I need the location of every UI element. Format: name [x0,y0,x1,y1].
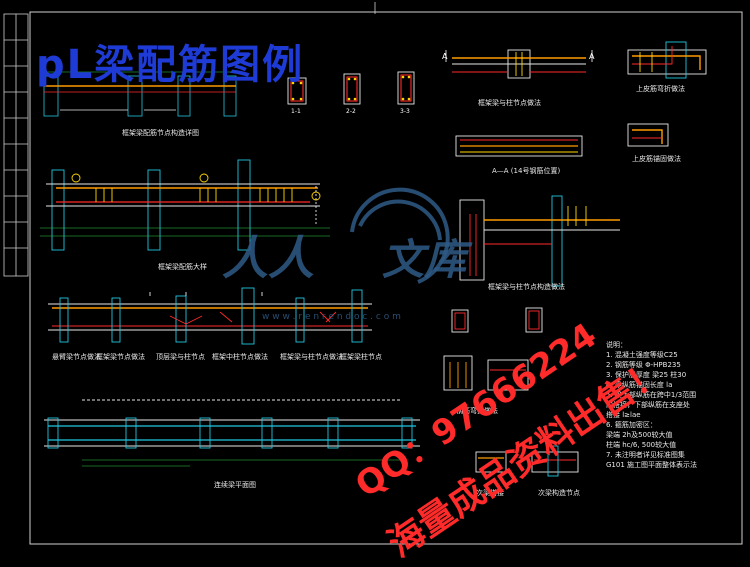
page-title: pL梁配筋图例 [36,42,305,88]
caption-cantilever: 悬臂梁节点做法 [52,353,101,361]
drawing-canvas [3,2,743,545]
note-line: 4. 梁纵筋锚固长度 la [606,381,673,389]
caption-secondary-detail: 次梁构造节点 [538,489,580,497]
detail-frame-joint [40,71,240,117]
bottom-right-details [475,445,579,477]
note-line: 6. 箍筋加密区： [606,421,657,429]
caption-frame-beam-column: 框架梁柱节点 [340,353,382,361]
support-details-row [48,287,372,345]
detail-a-a-section [455,135,583,157]
note-line: 搭接 l≥lae [606,411,641,419]
caption-frame-joint: 框架梁配筋节点构造详图 [122,129,199,137]
logo-text-left: 人人 [222,231,314,285]
logo-url: w w w . r e n r e n d o c . c o m [262,312,401,322]
note-line: 梁端 2h及500较大值 [606,431,673,439]
note-line: 1. 混凝土强度等级C25 [606,351,678,359]
general-notes: 说明： 1. 混凝土强度等级C25 2. 钢筋等级 Φ-HPB235 3. 保护… [606,340,746,470]
section-label-3-3: 3-3 [400,108,410,115]
section-1-1 [287,77,307,105]
note-line: 5. 梁上部纵筋在跨中1/3范围 [606,391,697,399]
detail-top-bar-anchor [627,123,669,147]
beam-elevation-main [40,159,330,251]
caption-beam-joint: 框架梁节点做法 [96,353,145,361]
caption-top-floor-joint: 顶层梁与柱节点 [156,353,205,361]
caption-beam-elevation: 框架梁配筋大样 [158,263,207,271]
note-line: 内搭接，下部纵筋在支座处 [606,401,690,409]
sheet-border [29,11,743,545]
section-label-2-2: 2-2 [346,108,356,115]
caption-beam-column-joint: 框架梁与柱节点构造做法 [488,283,565,291]
caption-middle-column: 框架中柱节点做法 [212,353,268,361]
note-line: G101 施工图平面整体表示法 [606,461,698,469]
caption-top-bar-bend: 上皮筋弯折做法 [636,85,685,93]
detail-top-bar-bend [627,41,707,79]
binding-strip [3,13,29,277]
detail-column-joint [445,49,593,79]
caption-a-a-section: A—A (14号钢筋位置) [492,167,561,175]
caption-secondary-lap: 次梁搭接 [476,489,504,497]
note-line: 说明： [606,341,627,349]
logo-text-right: 文库 [382,235,467,284]
section-label-1-1: 1-1 [291,108,301,115]
caption-rebar-bend: 钢筋弯折做法 [456,407,498,415]
continuous-beam-plan [44,399,420,467]
caption-continuous-beam-plan: 连续梁平面图 [214,481,256,489]
note-line: 柱端 hc/6, 500较大值 [606,441,677,449]
beam-column-joint-right [459,195,620,287]
note-line: 3. 保护层厚度 梁25 柱30 [606,371,687,379]
section-mark-a-left: A [442,52,448,61]
section-3-3 [397,71,415,105]
section-2-2 [343,73,361,105]
section-mark-a-right: A [589,52,595,61]
caption-beam-column: 框架梁与柱节点做法 [280,353,343,361]
caption-column-joint: 框架梁与柱节点做法 [478,99,541,107]
logo-circle-icon [350,187,450,284]
note-line: 7. 未注明者详见标准图集 [606,451,685,459]
note-line: 2. 钢筋等级 Φ-HPB235 [606,361,681,369]
secondary-beam-sections [443,307,543,391]
caption-top-bar-anchor: 上皮筋锚固做法 [632,155,681,163]
